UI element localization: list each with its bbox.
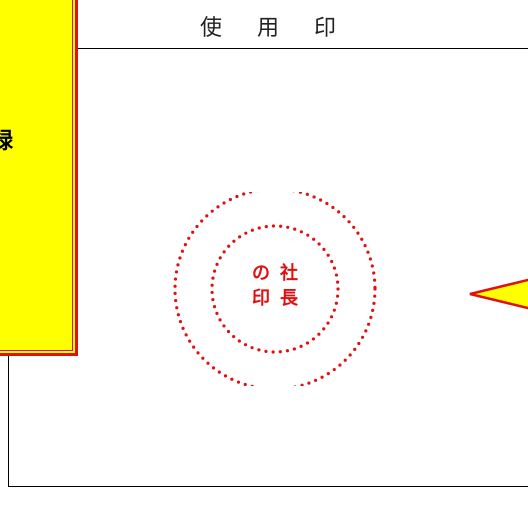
callout-arrow — [469, 278, 528, 310]
page-title: 使 用 印 — [200, 16, 350, 41]
svg-text:社: 社 — [280, 262, 298, 284]
svg-text:長: 長 — [280, 288, 299, 309]
svg-text:の: の — [252, 263, 270, 284]
seal-inner-ring — [210, 224, 340, 354]
side-label-box: 録 — [0, 0, 78, 356]
header-divider — [72, 48, 528, 49]
callout-arrow-shape — [469, 278, 528, 310]
seal-lettering: 社 長 の 印 — [252, 262, 299, 309]
svg-text:印: 印 — [252, 288, 270, 309]
company-seal-stamp: 社 長 の 印 — [173, 192, 377, 386]
seal-outer-ring — [173, 192, 377, 386]
side-label-text: 録 — [0, 129, 14, 154]
